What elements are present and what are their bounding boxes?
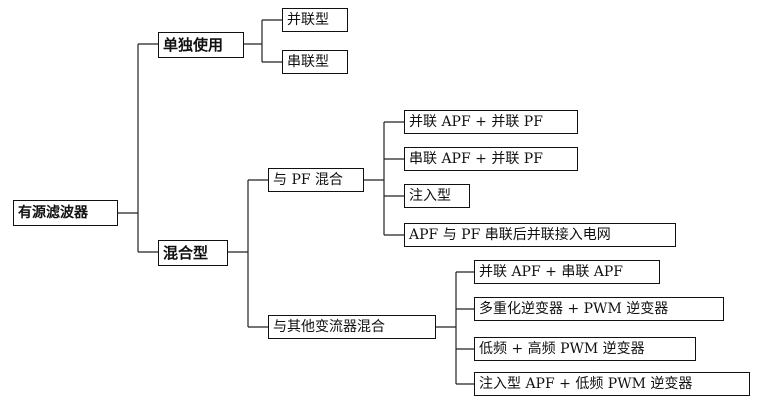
node-converter-mix-child-4: 注入型 APF + 低频 PWM 逆变器 <box>474 372 750 396</box>
connector-converter-mix <box>436 271 474 385</box>
node-standalone-child-1: 并联型 <box>282 8 348 32</box>
node-root: 有源滤波器 <box>13 200 118 226</box>
node-standalone: 单独使用 <box>158 32 244 58</box>
node-converter-mix-child-3: 低频 + 高频 PWM 逆变器 <box>474 337 696 361</box>
node-pf-mix-child-2: 串联 APF + 并联 PF <box>404 147 578 171</box>
connector-standalone <box>244 19 282 63</box>
connector-hybrid <box>228 179 268 328</box>
node-converter-mix-child-2: 多重化逆变器 + PWM 逆变器 <box>474 297 724 321</box>
node-pf-mix-child-4: APF 与 PF 串联后并联接入电网 <box>404 223 676 247</box>
connector-root <box>118 43 158 253</box>
node-hybrid: 混合型 <box>158 240 228 266</box>
node-converter-mix-child-1: 并联 APF + 串联 APF <box>474 260 660 284</box>
node-converter-mix: 与其他变流器混合 <box>268 315 436 339</box>
node-standalone-child-2: 串联型 <box>282 50 348 74</box>
node-pf-mix-child-1: 并联 APF + 并联 PF <box>404 110 578 134</box>
connector-pf-mix <box>364 121 404 236</box>
node-pf-mix: 与 PF 混合 <box>268 168 364 192</box>
node-pf-mix-child-3: 注入型 <box>404 184 470 208</box>
